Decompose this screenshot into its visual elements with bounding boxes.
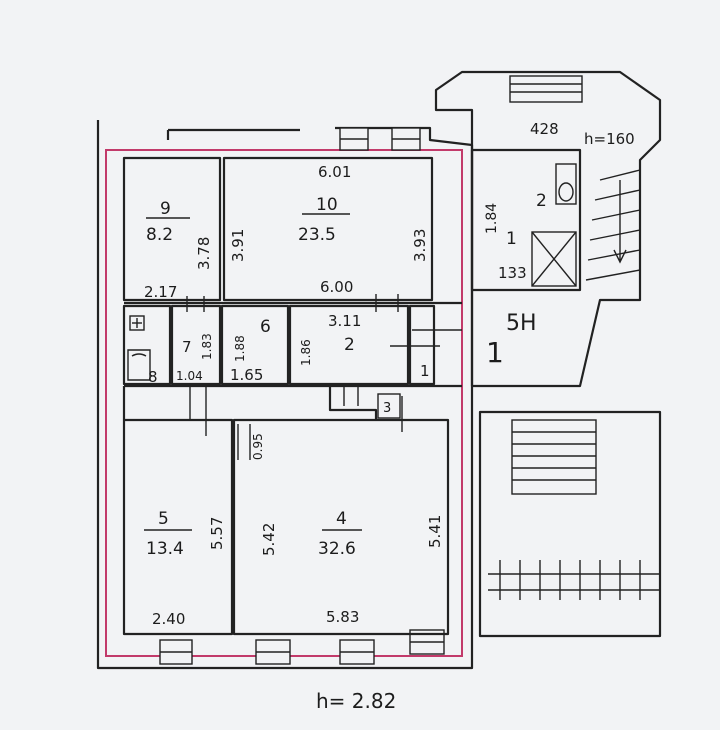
- room-6-outline: [220, 304, 290, 386]
- stair-width-dim: 133: [498, 264, 527, 282]
- stair-window-top: [509, 75, 583, 103]
- room-7-outline: [170, 304, 222, 386]
- stair-door-mark: 5H: [506, 311, 537, 336]
- room-9-number: 9: [160, 199, 171, 219]
- room-6-width-dim: 1.65: [230, 366, 263, 384]
- stair-top-dim: 428: [530, 120, 559, 138]
- room-2-outline: [288, 304, 410, 386]
- bathtub-icon: [127, 349, 151, 381]
- room-4-door-dim: 0.95: [251, 433, 265, 460]
- room-10-area: 23.5: [298, 225, 336, 245]
- room-5-number: 5: [158, 509, 169, 529]
- stair-block-lower: [478, 410, 662, 638]
- room-1-number: 1: [420, 362, 430, 380]
- room-2-height-dim: 1.86: [299, 339, 313, 366]
- room-4-left-dim: 5.42: [260, 523, 278, 556]
- stair-height-note: h=160: [584, 130, 635, 148]
- room-8-number: 8: [148, 368, 158, 386]
- stair-room-number-small: 2: [536, 191, 547, 211]
- stair-side-dim: 1.84: [484, 203, 500, 234]
- elevator-shaft-icon: [531, 231, 577, 287]
- stair-room-number: 1: [506, 229, 517, 249]
- room-4-width-dim: 5.83: [326, 608, 359, 626]
- room-3-outline: [377, 393, 401, 419]
- stair-block-wall: [434, 70, 662, 388]
- door-ticks: [186, 294, 462, 460]
- room-5-width-dim: 2.40: [152, 610, 185, 628]
- room-9-outline: [122, 156, 222, 302]
- room-9-area: 8.2: [146, 225, 173, 245]
- window-bottom-1: [159, 639, 193, 665]
- room-10-top-dim: 6.01: [318, 163, 351, 181]
- sink-icon: [129, 315, 145, 331]
- room-1-outline: [408, 304, 436, 386]
- room-4-number: 4: [336, 509, 347, 529]
- room-7-height-dim: 1.83: [200, 333, 214, 360]
- stair-exit-number: 1: [486, 336, 504, 369]
- room-5-height-dim: 5.57: [208, 517, 226, 550]
- toilet-icon: [555, 163, 577, 205]
- room-4-area: 32.6: [318, 539, 356, 559]
- window-top-1: [339, 127, 369, 151]
- room-3-number: 3: [383, 401, 391, 416]
- room-9-height-dim: 3.78: [195, 237, 213, 270]
- room-5-outline: [122, 418, 234, 636]
- room-10-left-dim: 3.91: [229, 229, 247, 262]
- window-top-2: [391, 127, 421, 151]
- corridor-width-dim: 2.17: [144, 283, 177, 301]
- room-10-number: 10: [316, 195, 338, 215]
- room-5-area: 13.4: [146, 539, 184, 559]
- window-bottom-3: [339, 639, 375, 665]
- room-10-bottom-dim: 6.00: [320, 278, 353, 296]
- room-7-number: 7: [182, 338, 192, 356]
- room-10-outline: [222, 156, 434, 302]
- room-4-outline: [232, 418, 450, 636]
- lower-stairs: [488, 419, 660, 600]
- room-10-right-dim: 3.93: [411, 229, 429, 262]
- room-2-width-dim: 3.11: [328, 312, 361, 330]
- ceiling-height-note: h= 2.82: [316, 689, 396, 713]
- room-6-number: 6: [260, 317, 271, 337]
- stair-room-upper: [470, 148, 582, 292]
- room-2-number: 2: [344, 335, 355, 355]
- room-4-right-dim: 5.41: [426, 515, 444, 548]
- room-7-width-dim: 1.04: [176, 369, 203, 383]
- room-8-outline: [122, 304, 172, 386]
- window-bottom-2: [255, 639, 291, 665]
- hall-wall: [122, 386, 378, 420]
- upper-stairs: [585, 169, 641, 281]
- room-6-height-dim: 1.88: [233, 335, 247, 362]
